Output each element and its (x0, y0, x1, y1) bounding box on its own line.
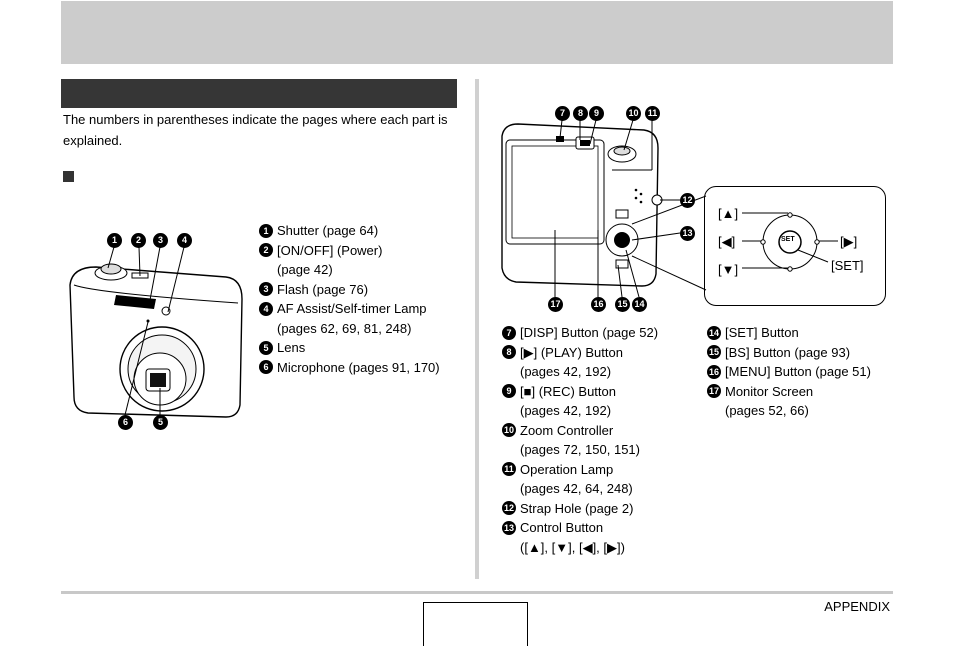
list-item: 10 Zoom Controller (502, 421, 702, 441)
callout-3: 3 (153, 233, 168, 248)
item-subtext: ([▲], [▼], [◀], [▶]) (520, 539, 625, 555)
list-item: 9 [■] (REC) Button (502, 382, 702, 402)
item-number: 9 (502, 384, 516, 398)
item-number: 7 (502, 325, 516, 340)
item-subtext: (pages 72, 150, 151) (520, 442, 640, 457)
item-subtext: (page 42) (277, 262, 333, 277)
callout-12: 12 (680, 193, 695, 208)
list-item: 17 Monitor Screen (707, 382, 887, 402)
item-text: Microphone (pages 91, 170) (277, 359, 440, 375)
back-parts-list-left: 7 [DISP] Button (page 52) 8 [▶] (PLAY) But… (502, 323, 702, 557)
intro-text: The numbers in parentheses indicate the … (63, 112, 448, 148)
item-number: 8 (502, 345, 516, 359)
callout-1: 1 (107, 233, 122, 248)
item-number: 4 (259, 301, 273, 316)
list-item: 1 Shutter (page 64) (259, 221, 469, 241)
callout-7: 7 (555, 106, 570, 121)
item-number: 6 (259, 360, 273, 374)
callout-14: 14 (632, 297, 647, 312)
item-number: 10 (502, 423, 516, 437)
list-item: 5 Lens (259, 338, 469, 358)
item-number: 11 (502, 462, 516, 476)
list-item: 8 [▶] (PLAY) Button (502, 343, 702, 363)
callout-11: 11 (645, 106, 660, 121)
list-item: 12 Strap Hole (page 2) (502, 499, 702, 519)
callout-6: 6 (118, 415, 133, 430)
right-arrow-label: [▶] (840, 234, 858, 249)
item-number: 13 (502, 520, 516, 535)
item-text: Shutter (page 64) (277, 223, 379, 238)
down-arrow-label: [▼] (718, 262, 739, 277)
list-item: 6 Microphone (pages 91, 170) (259, 358, 469, 378)
item-text: [DISP] Button (page 52) (520, 325, 659, 340)
item-text: [BS] Button (page 93) (725, 344, 851, 360)
item-text: Control Button (520, 520, 604, 535)
item-text: Flash (page 76) (277, 281, 369, 297)
footer-rule (61, 591, 893, 594)
item-number: 12 (502, 501, 516, 515)
list-item: 16 [MENU] Button (page 51) (707, 362, 887, 382)
callout-10: 10 (626, 106, 641, 121)
item-text: Lens (277, 340, 306, 355)
item-text: Strap Hole (page 2) (520, 500, 634, 516)
item-number: 1 (259, 223, 273, 238)
item-number: 3 (259, 282, 273, 296)
subheading-bullet (63, 171, 74, 182)
item-subtext: (pages 42, 64, 248) (520, 481, 633, 496)
section-title-bar (61, 79, 457, 108)
callout-16: 16 (591, 297, 606, 312)
item-number: 5 (259, 340, 273, 355)
left-arrow-label: [◀] (718, 234, 736, 249)
item-text: [▶] (PLAY) Button (520, 344, 623, 360)
list-item: 3 Flash (page 76) (259, 280, 469, 300)
item-text: AF Assist/Self-timer Lamp (277, 301, 427, 316)
item-subtext: (pages 62, 69, 81, 248) (277, 320, 412, 336)
item-text: Monitor Screen (725, 383, 814, 399)
up-arrow-label: [▲] (718, 206, 739, 221)
set-button-label: SET (781, 236, 795, 243)
item-number: 17 (707, 384, 721, 398)
camera-front-illustration (69, 263, 243, 418)
item-subtext: (pages 42, 192) (520, 364, 612, 379)
list-item: 15 [BS] Button (page 93) (707, 343, 887, 363)
callout-15: 15 (615, 297, 630, 312)
footer-section-label: APPENDIX (824, 599, 890, 614)
callout-9: 9 (589, 106, 604, 121)
item-text: [SET] Button (725, 325, 799, 340)
callout-13: 13 (680, 226, 695, 241)
item-text: Zoom Controller (520, 422, 614, 438)
item-number: 16 (707, 364, 721, 379)
callout-5: 5 (153, 415, 168, 430)
item-number: 14 (707, 325, 721, 340)
item-text: [MENU] Button (page 51) (725, 364, 871, 379)
callout-17: 17 (548, 297, 563, 312)
page-header-bar (61, 1, 893, 64)
list-item: 13 Control Button (502, 518, 702, 538)
item-subtext: (pages 42, 192) (520, 403, 612, 418)
set-label: [SET] (831, 258, 864, 273)
callout-2: 2 (131, 233, 146, 248)
item-text: Operation Lamp (520, 461, 614, 477)
list-item: 14 [SET] Button (707, 323, 887, 343)
callout-4: 4 (177, 233, 192, 248)
list-item: 11 Operation Lamp (502, 460, 702, 480)
page-number-box (423, 602, 528, 646)
item-number: 2 (259, 243, 273, 257)
back-parts-list-right: 14 [SET] Button 15 [BS] Button (page 93) 1… (707, 323, 887, 421)
item-number: 15 (707, 345, 721, 359)
item-text: [ON/OFF] (Power) (277, 242, 383, 258)
list-item: 7 [DISP] Button (page 52) (502, 323, 702, 343)
callout-8: 8 (573, 106, 588, 121)
item-text: [■] (REC) Button (520, 383, 616, 399)
column-divider (475, 79, 479, 579)
item-subtext: (pages 52, 66) (725, 403, 809, 418)
camera-back-illustration (501, 123, 663, 287)
list-item: 2 [ON/OFF] (Power) (259, 241, 469, 261)
control-button-inset (704, 186, 886, 306)
front-parts-list: 1 Shutter (page 64) 2 [ON/OFF] (Power) (pa… (259, 221, 469, 377)
list-item: 4 AF Assist/Self-timer Lamp (259, 299, 469, 319)
